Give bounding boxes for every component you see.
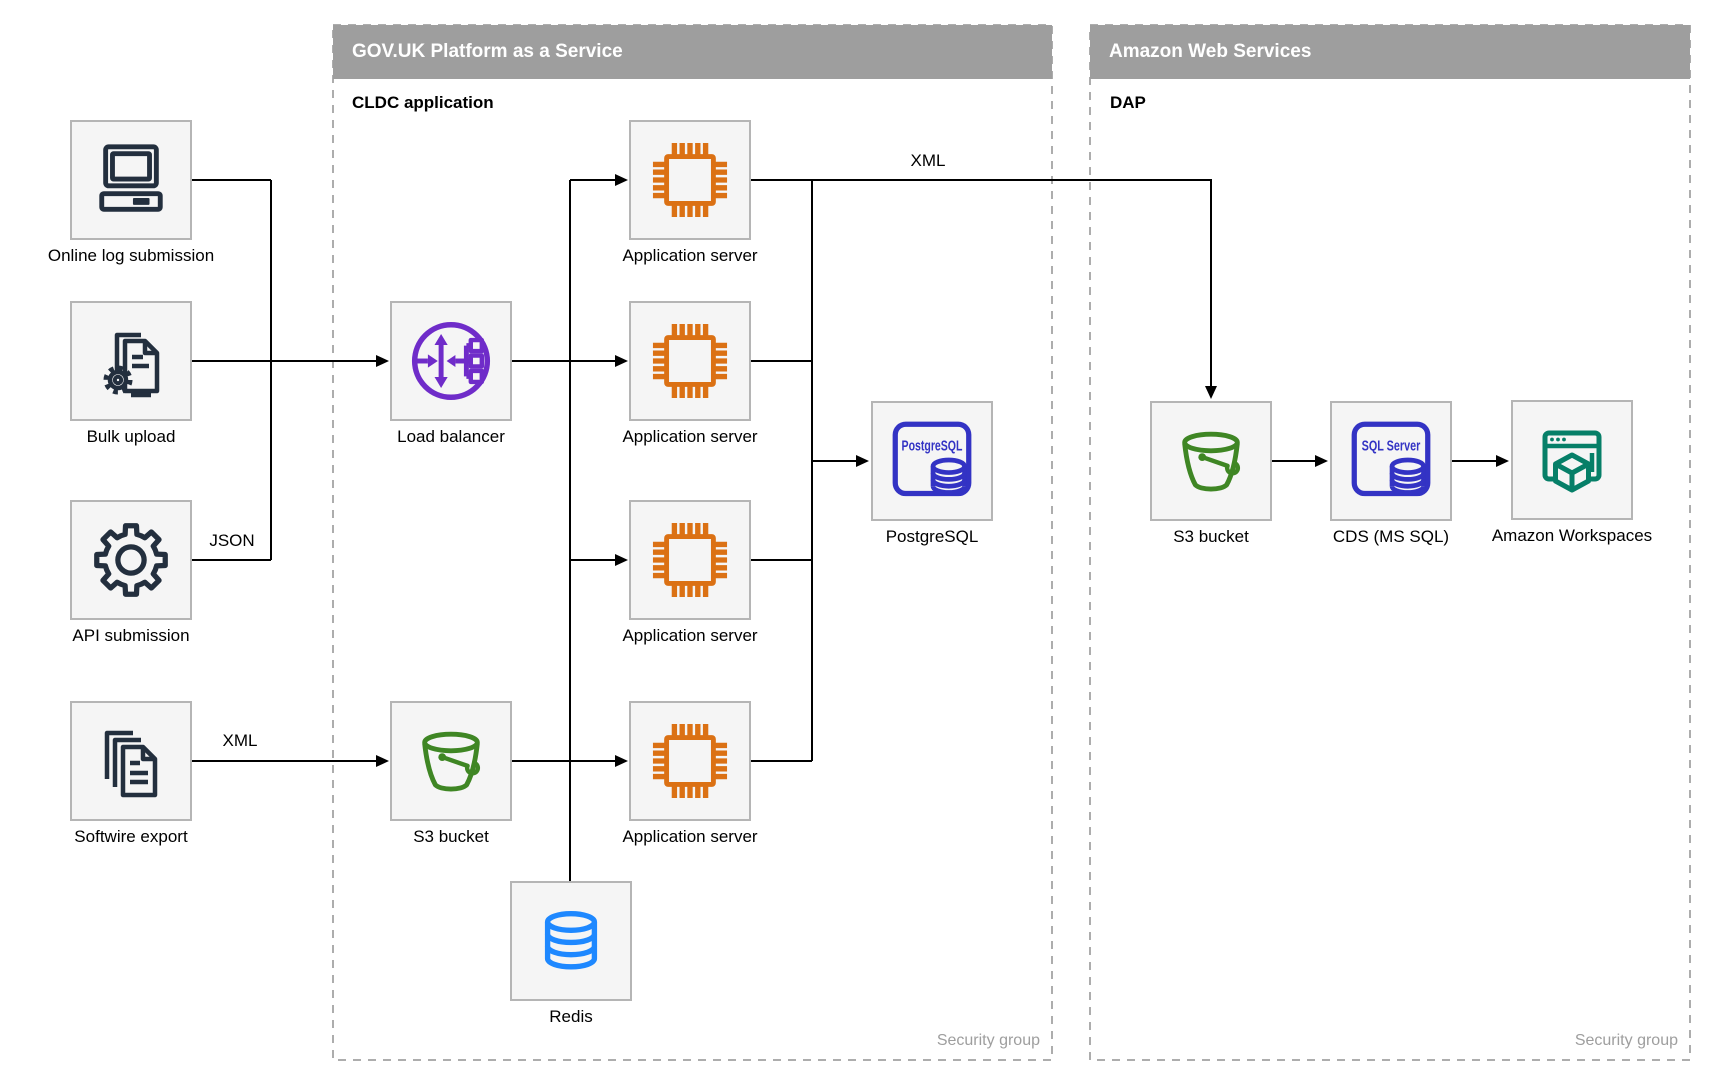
node-label-s3-bucket-aws: S3 bucket bbox=[1173, 527, 1249, 546]
bucket-icon bbox=[390, 701, 512, 821]
edge-app1-to-aws-s3 bbox=[751, 179, 1217, 399]
desktop-computer-icon bbox=[70, 120, 192, 240]
node-label-app-server-3: Application server bbox=[622, 626, 758, 645]
chip-icon bbox=[629, 120, 751, 240]
node-label-app-server-2: Application server bbox=[622, 427, 758, 446]
node-s3-bucket-govuk: S3 bucket bbox=[390, 701, 512, 846]
node-label-app-server-1: Application server bbox=[622, 246, 758, 265]
node-app-server-3: Application server bbox=[622, 500, 758, 645]
database-icon bbox=[510, 881, 632, 1001]
postgresql-badge-text: PostgreSQL bbox=[902, 439, 963, 455]
node-postgresql: PostgreSQL PostgreSQL bbox=[871, 401, 993, 546]
node-app-server-1: Application server bbox=[622, 120, 758, 265]
chip-icon bbox=[629, 500, 751, 620]
node-amazon-workspaces: Amazon Workspaces bbox=[1492, 400, 1652, 545]
node-redis: Redis bbox=[510, 881, 632, 1026]
aws-sublabel: DAP bbox=[1110, 93, 1146, 112]
node-label-load-balancer: Load balancer bbox=[397, 427, 505, 446]
node-label-bulk-upload: Bulk upload bbox=[86, 427, 176, 446]
aws-container-header: Amazon Web Services bbox=[1090, 25, 1690, 79]
node-label-postgresql: PostgreSQL bbox=[885, 527, 979, 546]
workspaces-icon bbox=[1511, 400, 1633, 520]
edge-label-json: JSON bbox=[209, 531, 255, 550]
document-stack-icon bbox=[70, 701, 192, 821]
postgresql-icon: PostgreSQL bbox=[871, 401, 993, 521]
chip-icon bbox=[629, 301, 751, 421]
govuk-container-header: GOV.UK Platform as a Service bbox=[333, 25, 1052, 79]
node-label-redis: Redis bbox=[549, 1007, 593, 1026]
node-label-softwire-export: Softwire export bbox=[74, 827, 188, 846]
node-label-api-submission: API submission bbox=[72, 626, 190, 645]
node-online-log-submission: Online log submission bbox=[48, 120, 214, 265]
node-label-online-log-submission: Online log submission bbox=[47, 246, 215, 265]
govuk-sublabel: CLDC application bbox=[352, 93, 494, 112]
node-app-server-4: Application server bbox=[622, 701, 758, 846]
gear-icon bbox=[70, 500, 192, 620]
sql-server-icon: SQL Server bbox=[1330, 401, 1452, 521]
node-label-cds-mssql: CDS (MS SQL) bbox=[1332, 527, 1450, 546]
node-label-s3-bucket-govuk: S3 bucket bbox=[413, 827, 489, 846]
bucket-icon bbox=[1150, 401, 1272, 521]
node-api-submission: API submission bbox=[70, 500, 192, 645]
govuk-container-title: GOV.UK Platform as a Service bbox=[352, 41, 623, 62]
govuk-container-border bbox=[332, 24, 1053, 1061]
node-bulk-upload: Bulk upload bbox=[70, 301, 192, 446]
aws-container-title: Amazon Web Services bbox=[1109, 41, 1312, 62]
sql-server-badge-text: SQL Server bbox=[1362, 439, 1421, 455]
aws-security-group-label: Security group bbox=[1574, 1032, 1678, 1049]
node-app-server-2: Application server bbox=[622, 301, 758, 446]
govuk-security-group-label: Security group bbox=[936, 1032, 1040, 1049]
load-balancer-icon bbox=[390, 301, 512, 421]
node-label-amazon-workspaces: Amazon Workspaces bbox=[1491, 526, 1653, 545]
node-cds-mssql: SQL Server CDS (MS SQL) bbox=[1330, 401, 1452, 546]
edge-label-xml-softwire: XML bbox=[222, 731, 258, 750]
document-gear-icon bbox=[70, 301, 192, 421]
edge-label-xml-to-aws: XML bbox=[910, 151, 946, 170]
node-s3-bucket-aws: S3 bucket bbox=[1150, 401, 1272, 546]
node-load-balancer: Load balancer bbox=[390, 301, 512, 446]
chip-icon bbox=[629, 701, 751, 821]
node-softwire-export: Softwire export bbox=[70, 701, 192, 846]
node-label-app-server-4: Application server bbox=[622, 827, 758, 846]
